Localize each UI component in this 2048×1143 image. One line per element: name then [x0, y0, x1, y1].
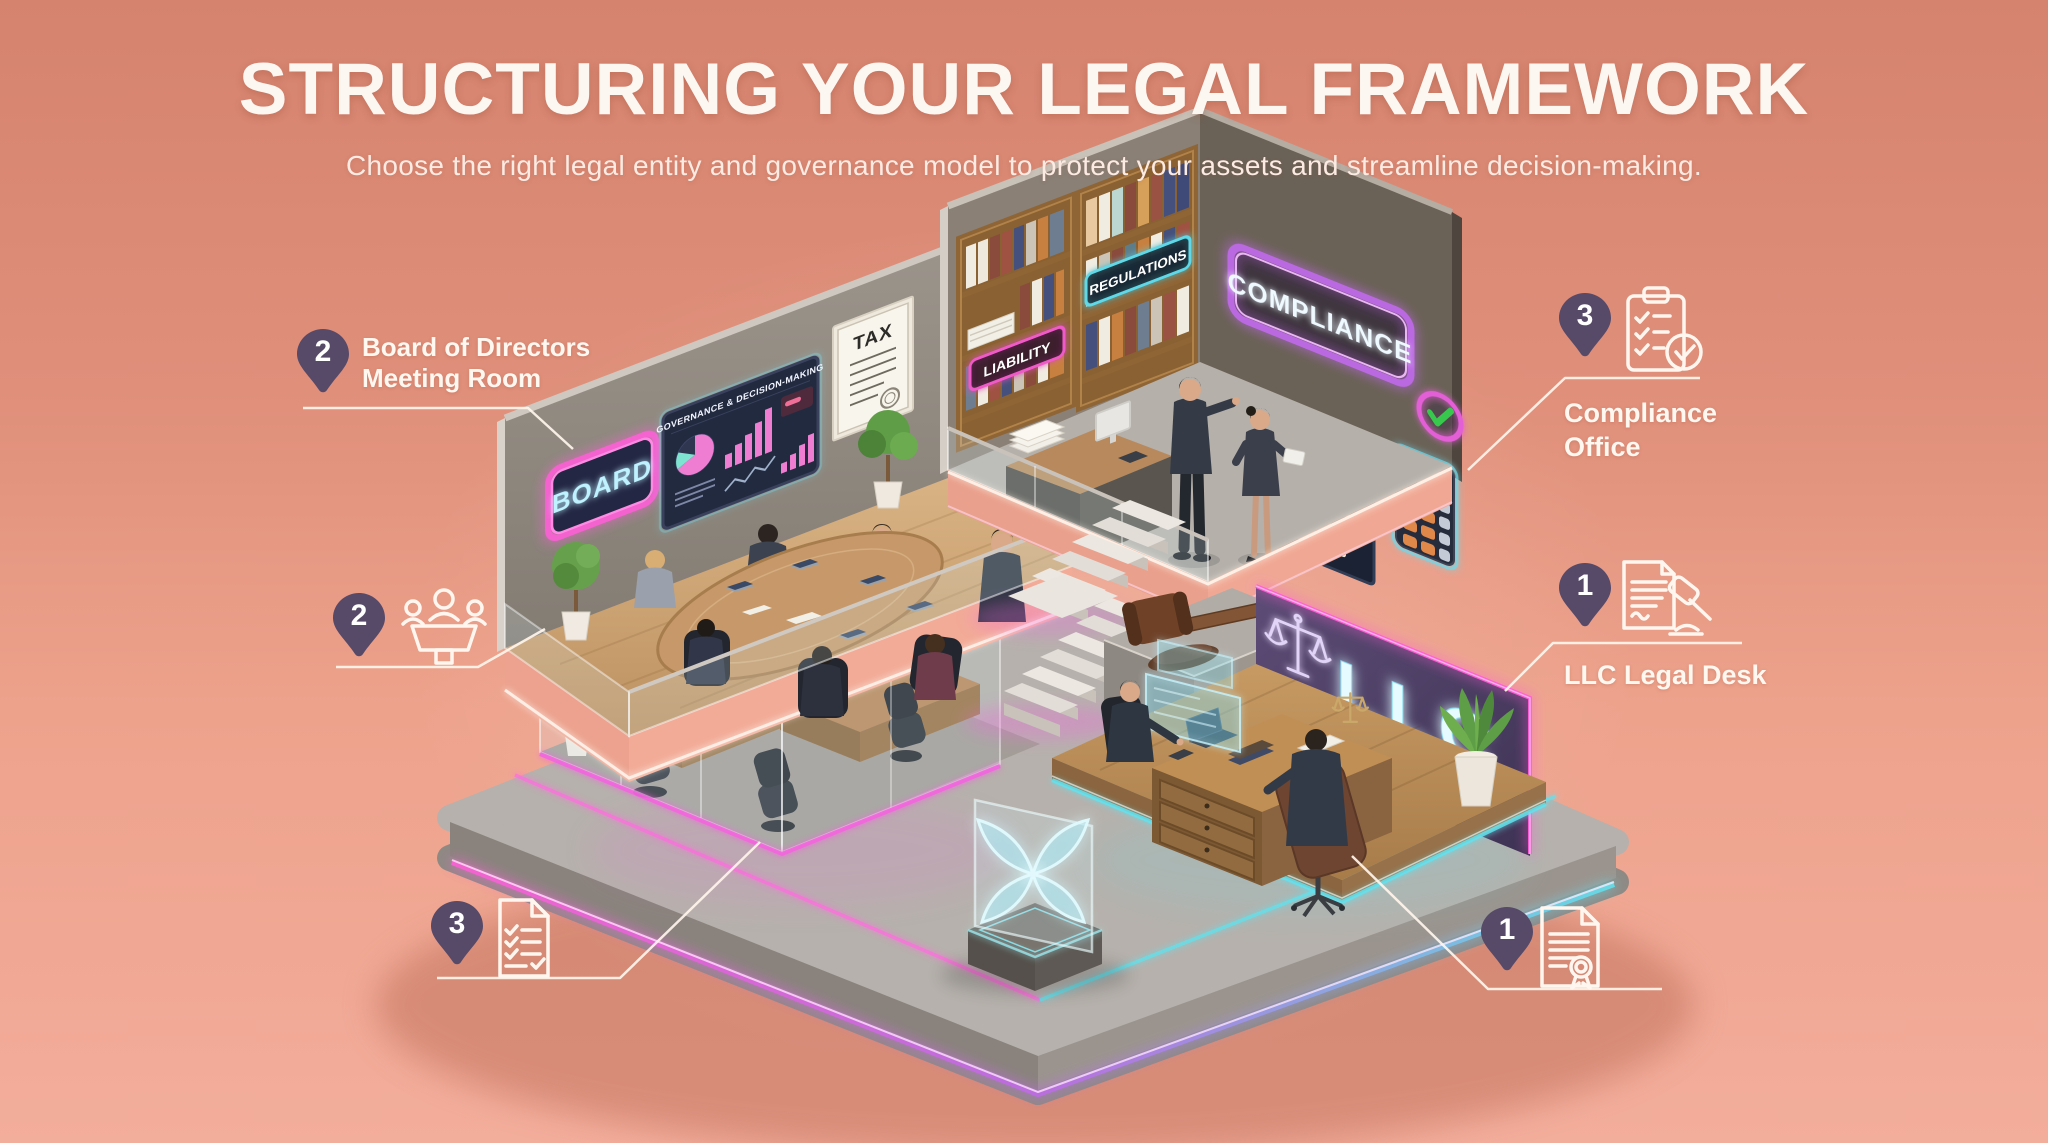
pin-compliance: 3 — [1558, 292, 1612, 358]
tax-document: TAX — [832, 295, 914, 442]
pin-number: 1 — [1576, 569, 1594, 602]
checklist-document-icon — [498, 898, 550, 978]
map-pin-icon — [297, 329, 349, 393]
llc-office: LLC — [1051, 584, 1547, 918]
map-pin-icon — [1481, 907, 1533, 971]
bookshelf-regulations: REGULATIONS — [1076, 143, 1198, 413]
pin-llc-desk: 1 — [1558, 562, 1612, 628]
label-compliance-line2: Office — [1564, 432, 1641, 462]
llc-man-behind — [1101, 679, 1184, 762]
binders-row-b3 — [1086, 285, 1189, 371]
label-board-room-line1: Board of Directors — [362, 332, 591, 362]
bar-chart-1 — [725, 407, 772, 470]
compliance-woman — [1232, 406, 1306, 567]
binders-row-b1 — [1086, 161, 1189, 247]
desk-drawers — [1159, 778, 1255, 882]
page-title: STRUCTURING YOUR LEGAL FRAMEWORK — [238, 49, 1810, 130]
pin-certificate: 1 — [1480, 906, 1534, 972]
clipboard-check-icon — [1626, 286, 1703, 372]
bar-chart-2 — [781, 433, 814, 474]
board-people-near — [684, 619, 963, 718]
pin-board-room: 2 — [296, 328, 350, 394]
paper-stack-shelf — [967, 269, 1064, 351]
label-board-room: Board of Directors Meeting Room — [362, 332, 590, 394]
pin-meeting-area: 2 — [332, 592, 386, 658]
desk-scales-icon — [1331, 692, 1370, 724]
compliance-checkmark-icon — [1427, 407, 1454, 427]
pin-number: 2 — [314, 335, 332, 368]
llc-man-front — [1263, 729, 1367, 918]
llc-plant — [1440, 688, 1514, 807]
map-pin-icon — [333, 593, 385, 657]
connector-certificate — [1351, 855, 1662, 991]
table-laptops — [725, 559, 935, 640]
compliance-room: LIABILITY — [940, 106, 1464, 620]
connector-board-room — [303, 406, 574, 450]
pin-number: 2 — [350, 599, 368, 632]
label-llc-desk-text: LLC Legal Desk — [1564, 660, 1767, 690]
paper-stacks — [1008, 419, 1066, 454]
map-pin-icon — [1559, 293, 1611, 357]
connector-llc-desk — [1504, 641, 1742, 692]
connector-meeting-area — [336, 627, 546, 669]
pin-documents: 3 — [430, 900, 484, 966]
butterfly-petals-icon — [975, 817, 1091, 925]
board-room-plant-left — [552, 542, 600, 641]
board-room-plant-right — [858, 410, 918, 509]
meeting-table-icon — [401, 588, 487, 665]
label-compliance: Compliance Office — [1564, 396, 1717, 464]
pin-number: 1 — [1498, 913, 1516, 946]
certificate-seal-icon — [1540, 906, 1600, 990]
binders-row-1 — [966, 209, 1064, 289]
stair-landing — [1008, 574, 1118, 618]
pin-number: 3 — [448, 907, 466, 940]
pin-number: 3 — [1576, 299, 1594, 332]
connector-documents — [437, 841, 761, 980]
label-compliance-line1: Compliance — [1564, 398, 1718, 428]
connector-compliance — [1467, 376, 1700, 471]
bookshelf-liability: LIABILITY — [956, 190, 1076, 453]
page-subtitle: Choose the right legal entity and govern… — [345, 150, 1703, 181]
board-sign: BOARD — [545, 430, 659, 541]
label-board-room-line2: Meeting Room — [362, 363, 542, 393]
scales-of-justice-icon — [1264, 613, 1332, 679]
callout-connectors — [303, 376, 1742, 991]
map-pin-icon — [431, 901, 483, 965]
label-llc-desk: LLC Legal Desk — [1564, 658, 1767, 692]
contract-gavel-icon — [1622, 560, 1712, 636]
butterfly-logo — [940, 798, 1130, 995]
map-pin-icon — [1559, 563, 1611, 627]
